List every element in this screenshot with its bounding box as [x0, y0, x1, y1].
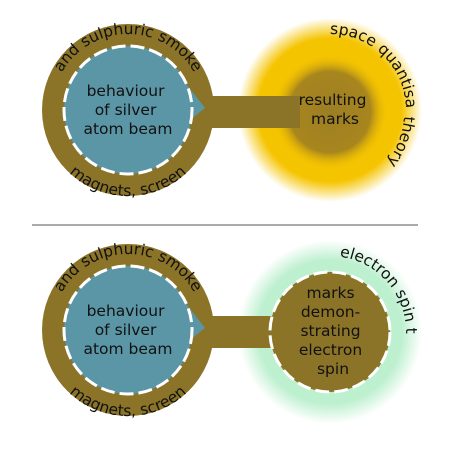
- result-label: resulting marks: [299, 91, 372, 128]
- beam-circle: [62, 44, 194, 176]
- beam-label-line: of silver: [95, 321, 157, 339]
- beam-label-line: behaviour: [87, 82, 165, 100]
- result-label-line: strating: [300, 322, 360, 340]
- result-label-line: resulting: [299, 91, 367, 109]
- result-label: marks demon- strating electron spin: [299, 284, 367, 378]
- result-label-line: demon-: [301, 303, 360, 321]
- result-label-line: marks: [307, 284, 355, 302]
- beam-label: behaviour of silver atom beam: [83, 302, 172, 358]
- beam-label-line: atom beam: [83, 120, 172, 138]
- result-label-line: spin: [317, 360, 349, 378]
- beam-circle: [62, 264, 194, 396]
- beam-label-line: atom beam: [83, 340, 172, 358]
- panel-1: and sulphuric smoke magnets, screen spac…: [0, 0, 422, 202]
- beam-label-line: behaviour: [87, 302, 165, 320]
- beam-label-line: of silver: [95, 101, 157, 119]
- result-label-line: electron: [299, 341, 362, 359]
- beam-label: behaviour of silver atom beam: [83, 82, 172, 138]
- result-label-line: marks: [311, 110, 359, 128]
- result-center-circle: [272, 54, 388, 170]
- result-center-circle: [268, 270, 392, 394]
